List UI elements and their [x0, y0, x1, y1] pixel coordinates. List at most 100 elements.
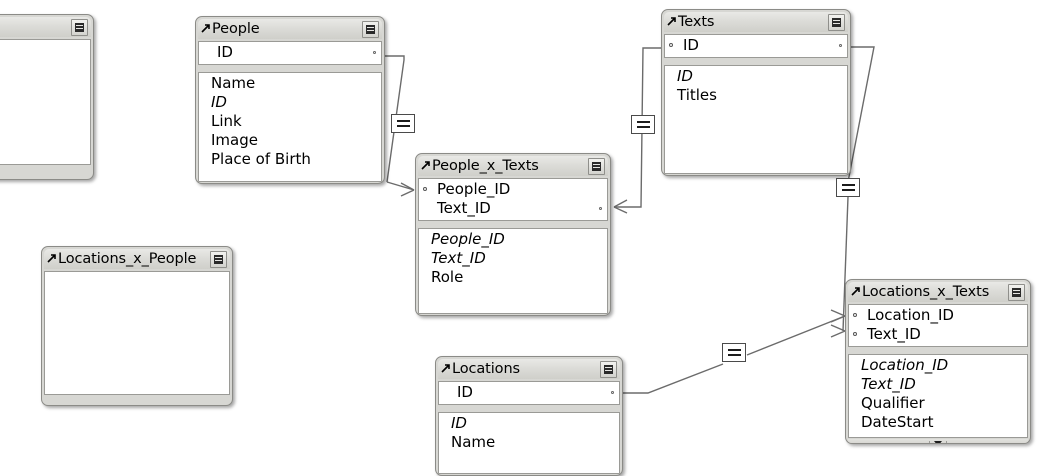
entity-titlebar[interactable]: Locations_x_People	[44, 249, 230, 269]
list-menu-icon[interactable]	[588, 158, 605, 175]
key-field[interactable]: Text_ID	[849, 325, 1027, 344]
attribute-field[interactable]: Text_ID	[431, 249, 486, 267]
crowfoot-people_x_texts-text_id	[613, 199, 628, 214]
entity-locations-x-people[interactable]: Locations_x_People	[41, 246, 233, 406]
arrow-up-right-icon	[47, 253, 57, 265]
link-locations-locations_x_texts-tail	[746, 315, 846, 356]
key-field[interactable]: Location_ID	[849, 306, 1027, 325]
equals-line	[841, 189, 855, 191]
entity-locations[interactable]: Locations ID ID Name	[435, 356, 623, 476]
diagram-canvas: People ID Name ID Link Image Place of Bi…	[0, 9, 1031, 476]
relationship-symbol-people-people_x_texts[interactable]	[391, 114, 415, 133]
equals-line	[396, 120, 410, 122]
attribute-field[interactable]: DateStart	[861, 413, 934, 431]
entity-titlebar[interactable]	[0, 17, 91, 37]
field-label: Text_ID	[437, 199, 491, 217]
link-locations-locations_x_texts	[623, 363, 724, 394]
attribute-field[interactable]: Link	[211, 112, 242, 130]
equals-line	[841, 184, 855, 186]
key-dot-icon	[423, 187, 427, 191]
relationship-symbol-locations-locations_x_texts[interactable]	[722, 343, 746, 362]
attribute-field[interactable]: ID	[677, 67, 693, 85]
attribute-field[interactable]: Location_ID	[861, 356, 949, 374]
connection-point-icon	[839, 44, 842, 47]
entity-texts[interactable]: Texts ID ID Titles	[661, 9, 851, 176]
entity-attribute-panel: ID Titles	[664, 65, 848, 174]
key-field[interactable]: Text_ID	[419, 199, 607, 218]
field-label: Text_ID	[867, 325, 921, 343]
arrow-up-right-icon	[421, 160, 431, 172]
equals-line	[636, 126, 650, 128]
key-field[interactable]: ID	[665, 36, 847, 55]
entity-body-panel	[0, 39, 91, 165]
key-dot-icon	[853, 332, 857, 336]
attribute-field[interactable]: Name	[451, 433, 496, 451]
attribute-field[interactable]: Image	[211, 131, 258, 149]
attribute-field[interactable]: Name	[211, 74, 256, 92]
attribute-field[interactable]: Titles	[677, 86, 717, 104]
key-dot-icon	[853, 313, 857, 317]
arrow-up-right-icon	[667, 16, 677, 28]
entity-locations-x-texts[interactable]: Locations_x_Texts Location_ID Text_ID Lo…	[845, 279, 1031, 444]
relationship-symbol-texts-locations_x_texts[interactable]	[836, 178, 860, 197]
entity-people-x-texts[interactable]: People_x_Texts People_ID Text_ID People_…	[415, 153, 611, 316]
entity-titlebar[interactable]: People	[198, 19, 382, 39]
link-texts-locations_x_texts	[847, 46, 875, 183]
entity-titlebar[interactable]: Locations_x_Texts	[848, 282, 1028, 302]
entity-attribute-panel: Location_ID Text_ID Qualifier DateStart	[848, 354, 1028, 438]
key-dot-icon	[669, 43, 673, 47]
list-menu-icon[interactable]	[828, 14, 845, 31]
crowfoot-locations_x_texts-location_id	[830, 309, 846, 323]
entity-key-panel: ID	[438, 381, 620, 405]
entity-key-panel: Location_ID Text_ID	[848, 304, 1028, 347]
arrow-up-right-icon	[441, 363, 451, 375]
entity-name: Locations_x_People	[58, 251, 197, 267]
key-field[interactable]: People_ID	[419, 180, 607, 199]
relationship-symbol-people_x_texts-texts[interactable]	[631, 115, 655, 134]
list-menu-icon[interactable]	[1008, 284, 1025, 301]
attribute-field[interactable]: Qualifier	[861, 394, 925, 412]
attribute-field[interactable]: ID	[451, 414, 467, 432]
entity-people[interactable]: People ID Name ID Link Image Place of Bi…	[195, 16, 385, 184]
field-label: ID	[217, 43, 233, 61]
chevron-down-icon[interactable]	[934, 441, 942, 443]
entity-clipped-left[interactable]	[0, 14, 94, 180]
entity-name: People_x_Texts	[432, 158, 539, 174]
equals-line	[727, 354, 741, 356]
entity-name: Texts	[678, 14, 715, 30]
entity-attribute-panel: ID Name	[438, 412, 620, 474]
equals-line	[727, 349, 741, 351]
field-label: Location_ID	[867, 306, 954, 324]
entity-body-panel	[44, 271, 230, 395]
entity-name: Locations_x_Texts	[862, 284, 990, 300]
key-field[interactable]: ID	[199, 43, 381, 62]
attribute-field[interactable]: Role	[431, 268, 464, 286]
attribute-field[interactable]: People_ID	[431, 230, 505, 248]
vertical-scrollbar[interactable]	[848, 439, 1028, 443]
attribute-field[interactable]: Text_ID	[861, 375, 916, 393]
entity-attribute-panel: Name ID Link Image Place of Birth	[198, 72, 382, 182]
list-menu-icon[interactable]	[71, 19, 88, 36]
list-menu-icon[interactable]	[210, 251, 227, 268]
attribute-field[interactable]: ID	[211, 93, 227, 111]
attribute-field[interactable]: Place of Birth	[211, 150, 311, 168]
entity-key-panel: People_ID Text_ID	[418, 178, 608, 221]
entity-key-panel: ID	[664, 34, 848, 58]
field-label: ID	[457, 383, 473, 401]
entity-key-panel: ID	[198, 41, 382, 65]
arrow-up-right-icon	[851, 286, 861, 298]
entity-attribute-panel: People_ID Text_ID Role	[418, 228, 608, 314]
entity-titlebar[interactable]: Texts	[664, 12, 848, 32]
crowfoot-locations_x_texts-text_id	[830, 324, 846, 338]
connection-point-icon	[373, 51, 376, 54]
list-menu-icon[interactable]	[362, 21, 379, 38]
list-menu-icon[interactable]	[600, 361, 617, 378]
key-field[interactable]: ID	[439, 383, 619, 402]
connection-point-icon	[611, 391, 614, 394]
link-people-people_x_texts-tail	[386, 181, 415, 191]
entity-titlebar[interactable]: People_x_Texts	[418, 156, 608, 176]
equals-line	[396, 125, 410, 127]
entity-name: People	[212, 21, 260, 37]
entity-titlebar[interactable]: Locations	[438, 359, 620, 379]
entity-name: Locations	[452, 361, 520, 377]
